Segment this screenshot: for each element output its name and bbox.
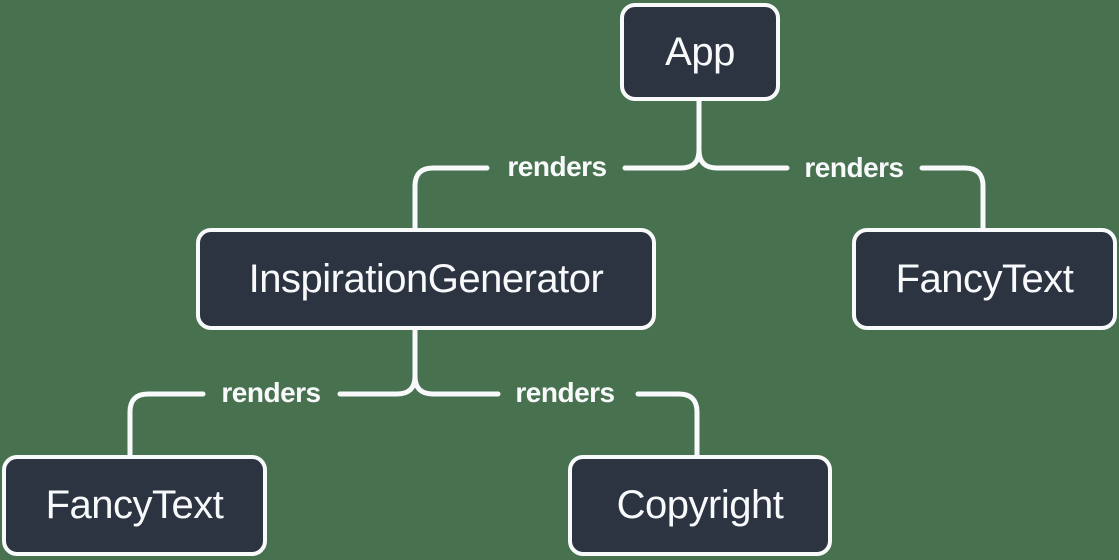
edge-line-app-fork-left	[622, 95, 702, 171]
node-inspiration-generator: InspirationGenerator	[196, 228, 656, 330]
edge-line-app-fork-right	[696, 95, 790, 171]
node-app: App	[620, 3, 780, 101]
edge-label-app-fancy-text: renders	[804, 152, 904, 183]
node-fancy-text-top: FancyText	[852, 228, 1117, 330]
edge-label-ig-fancy-text: renders	[221, 377, 321, 408]
edge-line-to-fancy-text-top	[919, 165, 986, 235]
edge-line-to-inspiration-generator	[412, 165, 490, 235]
node-fancy-text-bottom: FancyText	[2, 455, 267, 556]
edge-line-to-copyright	[635, 391, 700, 462]
edge-label-app-inspiration-generator: renders	[507, 151, 607, 182]
edge-label-ig-copyright: renders	[515, 377, 615, 408]
edge-line-to-fancy-text-bottom	[127, 391, 206, 462]
node-copyright: Copyright	[568, 455, 832, 556]
edge-line-ig-fork-left	[337, 323, 418, 397]
edge-line-ig-fork-right	[412, 323, 501, 397]
